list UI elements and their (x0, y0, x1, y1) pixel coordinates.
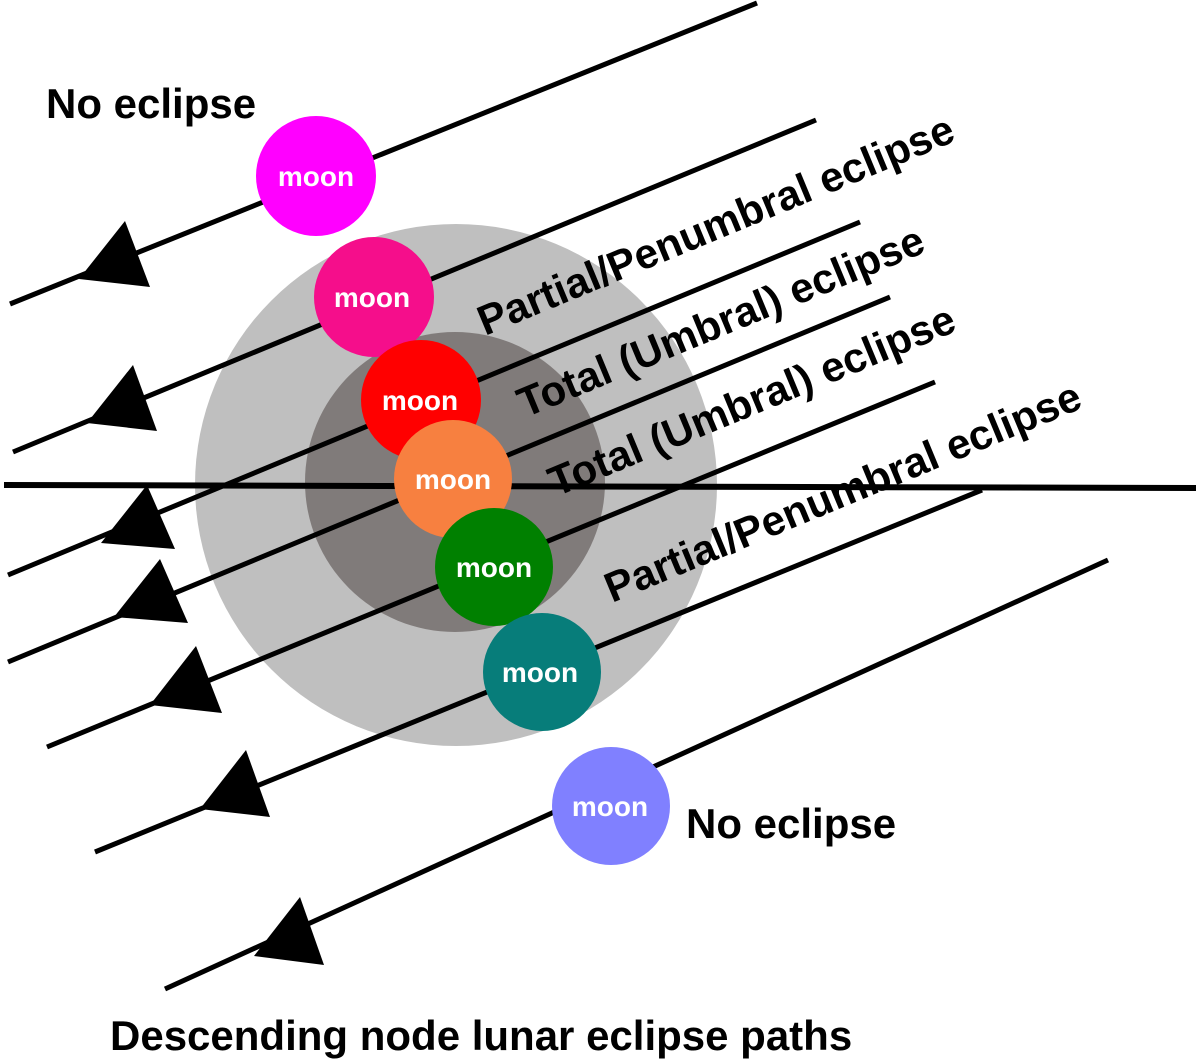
moon-label: moon (502, 657, 578, 688)
moon-label: moon (382, 385, 458, 416)
moon-label: moon (334, 282, 410, 313)
moon-6: moon (483, 613, 601, 731)
ecliptic-line (3, 482, 1197, 491)
moon-disc (435, 508, 553, 626)
moon-5: moon (435, 508, 553, 626)
diagram-title: Descending node lunar eclipse paths (110, 1012, 852, 1059)
no-eclipse-label-top: No eclipse (46, 80, 256, 127)
moon-disc (552, 747, 670, 865)
arrow-icon (101, 485, 175, 549)
arrow-icon (79, 221, 150, 287)
moon-label: moon (415, 464, 491, 495)
arrow-icon (114, 559, 188, 623)
moon-2: moon (314, 237, 434, 357)
arrow-icon (150, 646, 222, 713)
moon-label: moon (456, 552, 532, 583)
no-eclipse-label-bottom: No eclipse (686, 800, 896, 847)
moon-label: moon (278, 161, 354, 192)
moon-disc (314, 237, 434, 357)
moon-disc (256, 116, 376, 236)
moon-disc (483, 613, 601, 731)
moon-disc (394, 420, 512, 538)
moon-7: moon (552, 747, 670, 865)
arrow-icon (87, 365, 157, 431)
moon-4: moon (394, 420, 512, 538)
moon-1: moon (256, 116, 376, 236)
arrow-icon (254, 897, 324, 965)
arrow-icon (200, 750, 270, 817)
moon-label: moon (572, 791, 648, 822)
path-arrows (79, 221, 324, 965)
